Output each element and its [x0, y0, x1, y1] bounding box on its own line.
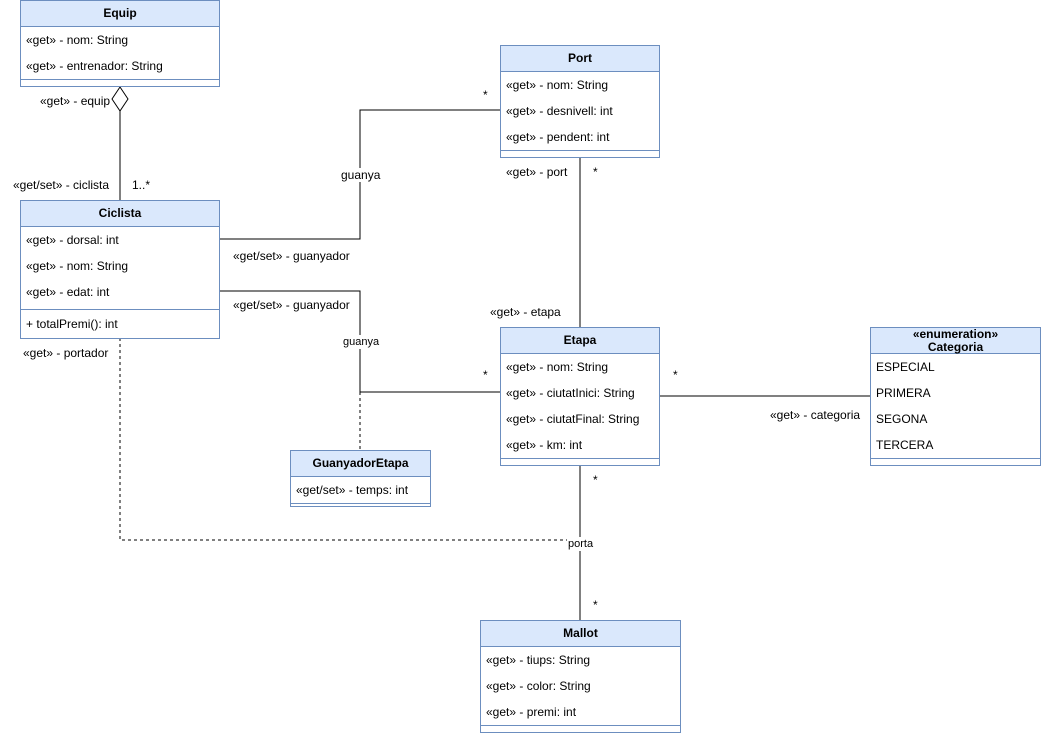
enum-stereotype: «enumeration» — [912, 326, 999, 341]
multiplicity-label: * — [593, 473, 598, 487]
multiplicity-label: 1..* — [132, 178, 151, 192]
class-etapa-header: Etapa — [501, 328, 659, 354]
enum-categoria-header: «enumeration» Categoria — [871, 326, 1040, 354]
attribute: «get» - entrenador: String — [26, 59, 163, 73]
method: + totalPremi(): int — [26, 317, 118, 331]
attribute: «get» - km: int — [506, 438, 583, 452]
role-guanyador-label: «get/set» - guanyador — [233, 249, 350, 263]
class-port-header: Port — [501, 46, 659, 72]
role-port-label: «get» - port — [506, 165, 568, 179]
attribute: «get» - nom: String — [26, 33, 129, 47]
multiplicity-label: * — [593, 598, 598, 612]
class-ciclista-header: Ciclista — [21, 201, 219, 227]
class-name: GuanyadorEtapa — [312, 456, 409, 470]
class-name: Etapa — [563, 333, 597, 347]
class-footer — [871, 458, 1040, 462]
role-categoria-label: «get» - categoria — [770, 408, 861, 422]
attribute: «get» - ciutatInici: String — [506, 386, 635, 400]
class-divider — [21, 309, 219, 310]
role-etapa-label: «get» - etapa — [490, 305, 561, 319]
class-etapa[interactable]: Etapa «get» - nom: String «get» - ciutat… — [500, 327, 660, 466]
attribute: «get» - pendent: int — [506, 130, 610, 144]
enum-literal: PRIMERA — [876, 386, 931, 400]
attribute: «get» - nom: String — [26, 259, 129, 273]
multiplicity-label: * — [673, 368, 678, 382]
enum-categoria[interactable]: «enumeration» Categoria ESPECIAL PRIMERA… — [870, 327, 1041, 466]
attribute: «get» - color: String — [486, 679, 591, 693]
attribute: «get» - edat: int — [26, 285, 110, 299]
attribute: «get» - desnivell: int — [506, 104, 613, 118]
class-mallot[interactable]: Mallot «get» - tiups: String «get» - col… — [480, 620, 681, 733]
enum-literal: ESPECIAL — [876, 360, 935, 374]
multiplicity-label: * — [593, 165, 598, 179]
class-footer — [481, 725, 680, 729]
attribute: «get» - nom: String — [506, 360, 609, 374]
enum-literal: TERCERA — [876, 438, 934, 452]
multiplicity-label: * — [483, 88, 488, 102]
class-guanyador-etapa-header: GuanyadorEtapa — [291, 451, 430, 477]
class-port[interactable]: Port «get» - nom: String «get» - desnive… — [500, 45, 660, 158]
attribute: «get» - premi: int — [486, 705, 577, 719]
attribute: «get» - ciutatFinal: String — [506, 412, 640, 426]
class-name: Equip — [103, 6, 137, 20]
attribute: «get» - dorsal: int — [26, 233, 119, 247]
attribute: «get» - tiups: String — [486, 653, 591, 667]
enum-literal: SEGONA — [876, 412, 928, 426]
class-footer — [291, 503, 430, 507]
class-name: Mallot — [563, 626, 598, 640]
association-name-label: guanya — [342, 335, 381, 349]
attribute: «get/set» - temps: int — [296, 483, 409, 497]
class-footer — [501, 150, 659, 154]
class-name: Ciclista — [98, 206, 142, 220]
association-name-label: guanya — [340, 168, 382, 182]
role-portador-label: «get» - portador — [23, 346, 109, 360]
attribute: «get» - nom: String — [506, 78, 609, 92]
multiplicity-label: * — [483, 368, 488, 382]
class-ciclista[interactable]: Ciclista «get» - dorsal: int «get» - nom… — [20, 200, 220, 339]
association-name-label: porta — [567, 537, 595, 551]
role-guanyador-label: «get/set» - guanyador — [233, 298, 350, 312]
class-guanyador-etapa[interactable]: GuanyadorEtapa «get/set» - temps: int — [290, 450, 431, 507]
class-footer — [21, 79, 219, 83]
class-equip-header: Equip — [21, 1, 219, 27]
enum-name: Categoria — [927, 339, 984, 354]
class-name: Port — [568, 51, 592, 65]
class-equip[interactable]: Equip «get» - nom: String «get» - entren… — [20, 0, 220, 87]
role-equip-label: «get» - equip — [40, 94, 111, 108]
class-footer — [501, 458, 659, 462]
role-ciclista-label: «get/set» - ciclista — [13, 178, 110, 192]
aggregation-diamond-icon — [111, 86, 129, 112]
portador-dashed-link[interactable] — [119, 338, 580, 541]
class-mallot-header: Mallot — [481, 621, 680, 647]
